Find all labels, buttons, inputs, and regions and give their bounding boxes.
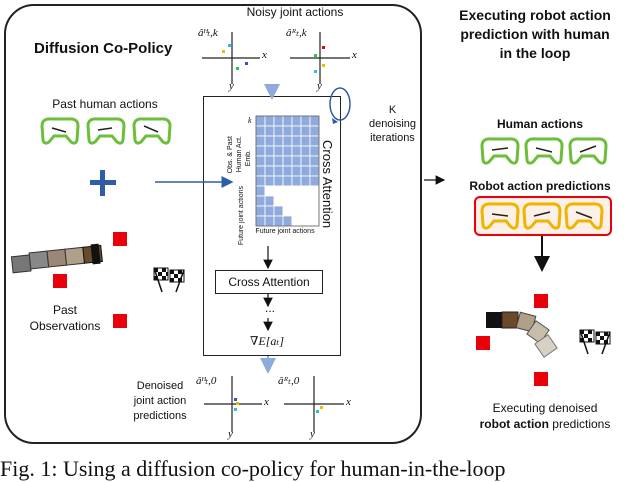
- finish-flag-icon: [579, 329, 611, 355]
- noise-point: [222, 50, 225, 53]
- ellipsis: ...: [264, 301, 275, 315]
- axis-x-label: x: [264, 396, 269, 408]
- noisy-robot-symbol: âᴿₜ,k: [286, 27, 307, 39]
- matrix-label-k: k: [248, 116, 252, 125]
- noise-point: [314, 70, 317, 73]
- human-controllers: [480, 137, 608, 165]
- obstacle-marker: [113, 232, 127, 246]
- past-robot-trajectory: [10, 243, 103, 274]
- right-title-3: in the loop: [499, 45, 571, 61]
- axis-y-label: y: [228, 428, 233, 440]
- right-title-1: Executing robot action: [459, 7, 611, 23]
- k-denoise-3: iterations: [370, 132, 415, 144]
- denoised-point: [316, 410, 319, 413]
- plus-icon: [90, 170, 116, 196]
- robot-front: [90, 243, 101, 265]
- noise-point: [236, 67, 239, 70]
- obstacle-marker: [53, 274, 67, 288]
- gradient-label: ∇E[aₜ]: [250, 334, 285, 348]
- executing-label-rest: predictions: [548, 417, 611, 431]
- noise-point: [228, 44, 231, 47]
- noise-point: [314, 54, 317, 57]
- noise-point: [322, 64, 325, 67]
- denoised-label-2: joint action: [133, 395, 187, 407]
- robot-ghost: [534, 334, 558, 358]
- cross-attention-vertical-label: Cross Attention: [320, 140, 335, 229]
- controller-icon: [522, 202, 562, 230]
- obstacle-marker: [534, 372, 548, 386]
- controller-icon: [86, 117, 126, 145]
- controller-icon: [40, 117, 80, 145]
- obstacle-marker: [113, 314, 127, 328]
- controller-icon: [132, 117, 172, 145]
- noise-point: [322, 46, 325, 49]
- diffusion-co-policy-panel: [4, 4, 422, 444]
- axis-y-label: y: [229, 80, 234, 92]
- denoised-point: [234, 408, 237, 411]
- axis-x-label: x: [346, 396, 351, 408]
- denoise-loop-icon: [329, 87, 351, 121]
- past-observations-label-1: Past: [52, 303, 77, 317]
- executing-label-1: Executing denoised: [492, 401, 598, 415]
- figure-caption: Fig. 1: Using a diffusion co-policy for …: [0, 456, 506, 481]
- denoised-point: [236, 402, 239, 405]
- human-actions-label: Human actions: [496, 117, 583, 131]
- noise-point: [245, 62, 248, 65]
- axis-y-label: y: [317, 80, 322, 92]
- obstacle-marker: [476, 336, 490, 350]
- predicted-robot-trajectory: [486, 311, 558, 358]
- past-human-actions-label: Past human actions: [52, 97, 158, 111]
- noisy-human-symbol: âᴴₜ,k: [198, 27, 218, 39]
- attention-matrix: [255, 115, 320, 227]
- controller-icon: [568, 137, 608, 165]
- robot-controllers: [480, 202, 604, 230]
- denoised-human-symbol: âᴴₜ,0: [196, 375, 217, 387]
- k-denoise-2: denoising: [368, 118, 417, 130]
- noisy-action-plots: [202, 32, 350, 84]
- finish-flag-icon: [153, 267, 185, 293]
- denoised-point: [320, 406, 323, 409]
- executing-label-bold: robot action: [479, 417, 549, 431]
- robot-ghost: [501, 311, 519, 329]
- denoised-action-plots: [204, 376, 344, 432]
- controller-icon: [480, 137, 520, 165]
- past-observations-label-2: Observations: [29, 319, 101, 333]
- denoised-point: [234, 398, 237, 401]
- cross-attention-block: [215, 270, 323, 294]
- robot-predictions-label: Robot action predictions: [469, 179, 611, 193]
- axis-x-label: x: [352, 49, 357, 61]
- controller-icon: [524, 137, 564, 165]
- attention-frame: [255, 115, 320, 227]
- executing-label-2: robot action predictions: [460, 418, 630, 431]
- controller-icon: [564, 202, 604, 230]
- robot-current: [486, 312, 502, 328]
- denoised-label-3: predictions: [133, 410, 187, 422]
- panel-title: Diffusion Co-Policy: [34, 40, 173, 57]
- right-title-2: prediction with human: [460, 26, 610, 42]
- axis-x-label: x: [262, 49, 267, 61]
- matrix-label-future-h: Future joint actions: [255, 228, 315, 235]
- axis-y-label: y: [310, 428, 315, 440]
- controller-icon: [480, 202, 520, 230]
- k-denoise-1: K: [388, 104, 397, 116]
- obstacle-marker: [534, 294, 548, 308]
- cross-attention-block-label: Cross Attention: [228, 275, 310, 289]
- denoised-robot-symbol: âᴿₜ,0: [278, 375, 300, 387]
- denoised-label-1: Denoised: [136, 380, 184, 392]
- past-human-controllers: [40, 117, 172, 145]
- noisy-actions-label: Noisy joint actions: [246, 5, 344, 19]
